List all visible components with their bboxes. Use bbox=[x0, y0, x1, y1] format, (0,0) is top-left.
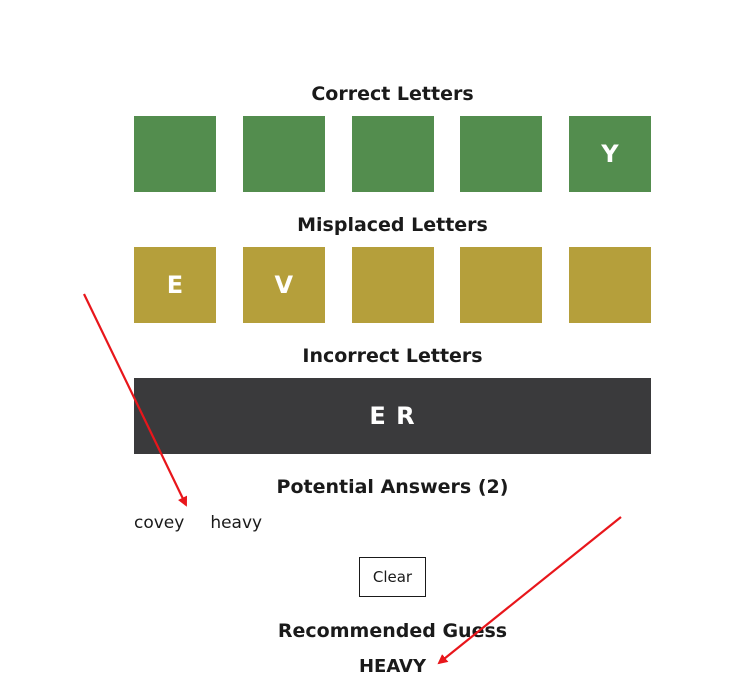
misplaced-letters-row: E V bbox=[134, 247, 651, 323]
misplaced-tile-3[interactable] bbox=[351, 247, 434, 323]
recommended-guess-heading: Recommended Guess bbox=[277, 620, 508, 642]
potential-answers-list: covey heavy bbox=[134, 513, 262, 533]
correct-letters-row: Y bbox=[134, 116, 651, 192]
misplaced-tile-1[interactable]: E bbox=[134, 247, 216, 323]
correct-tile-1[interactable] bbox=[134, 116, 216, 192]
misplaced-letters-heading: Misplaced Letters bbox=[297, 214, 488, 236]
incorrect-letters-field[interactable]: E R bbox=[134, 378, 651, 454]
answer-word-covey[interactable]: covey bbox=[134, 513, 185, 533]
clear-button[interactable]: Clear bbox=[359, 557, 426, 597]
misplaced-tile-4[interactable] bbox=[460, 247, 543, 323]
potential-answers-heading: Potential Answers (2) bbox=[276, 476, 509, 498]
correct-tile-3[interactable] bbox=[351, 116, 434, 192]
correct-tile-5[interactable]: Y bbox=[569, 116, 651, 192]
correct-tile-4[interactable] bbox=[460, 116, 543, 192]
misplaced-tile-5[interactable] bbox=[569, 247, 651, 323]
correct-tile-2[interactable] bbox=[242, 116, 325, 192]
recommended-guess-value: HEAVY bbox=[358, 656, 427, 677]
misplaced-tile-2[interactable]: V bbox=[242, 247, 325, 323]
answer-word-heavy[interactable]: heavy bbox=[210, 513, 263, 533]
incorrect-letters-heading: Incorrect Letters bbox=[302, 345, 483, 367]
correct-letters-heading: Correct Letters bbox=[311, 83, 474, 105]
